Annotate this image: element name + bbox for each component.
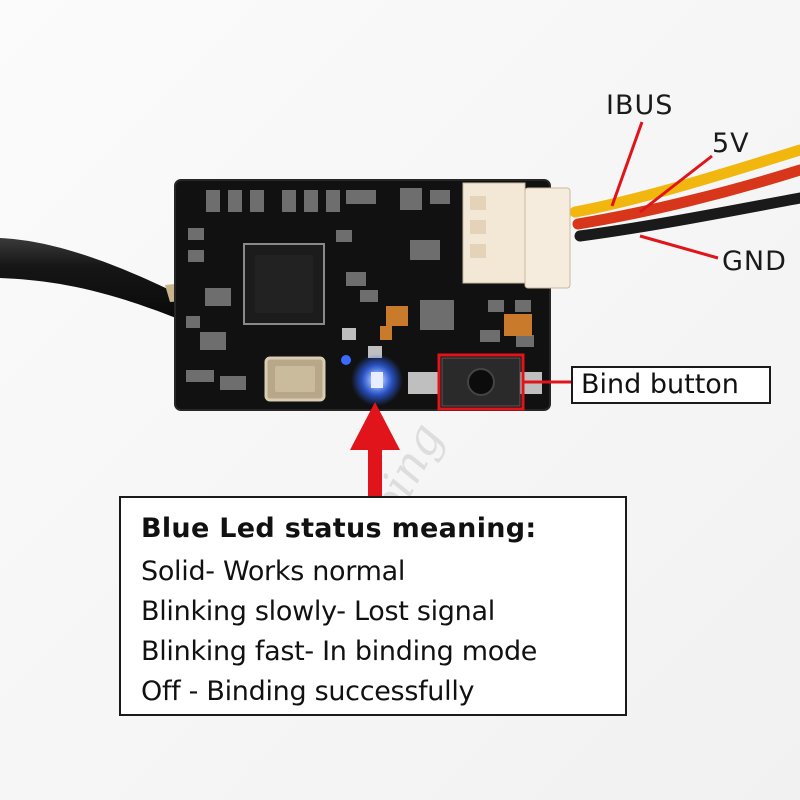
legend-line-solid: Solid- Works normal	[141, 556, 406, 587]
receiver-board	[174, 179, 571, 411]
5v-leader-line	[639, 154, 713, 214]
small-led-indicator	[341, 355, 351, 365]
5v-label: 5V	[712, 128, 750, 159]
bind-button[interactable]	[441, 357, 521, 407]
orange-capacitors	[380, 306, 532, 340]
antenna-cable	[0, 238, 182, 318]
wire-bundle	[569, 144, 800, 242]
led-status-legend: Blue Led status meaning: Solid- Works no…	[119, 496, 627, 716]
ibus-label: IBUS	[606, 90, 674, 121]
gnd-label: GND	[722, 246, 787, 277]
legend-line-blinking-fast: Blinking fast- In binding mode	[141, 636, 538, 667]
crystal-oscillator	[264, 356, 326, 402]
led-arrow	[350, 402, 400, 497]
gnd-leader-line	[639, 234, 719, 260]
legend-title: Blue Led status meaning:	[141, 513, 537, 544]
smd-components	[186, 188, 534, 390]
blue-led	[351, 354, 403, 406]
ibus-leader-line	[610, 121, 644, 207]
bind-button-label: Bind button	[571, 366, 771, 404]
main-chip	[243, 243, 325, 325]
wire-connector	[462, 182, 571, 289]
legend-line-off: Off - Binding successfully	[141, 676, 475, 707]
legend-line-blinking-slowly: Blinking slowly- Lost signal	[141, 596, 495, 627]
